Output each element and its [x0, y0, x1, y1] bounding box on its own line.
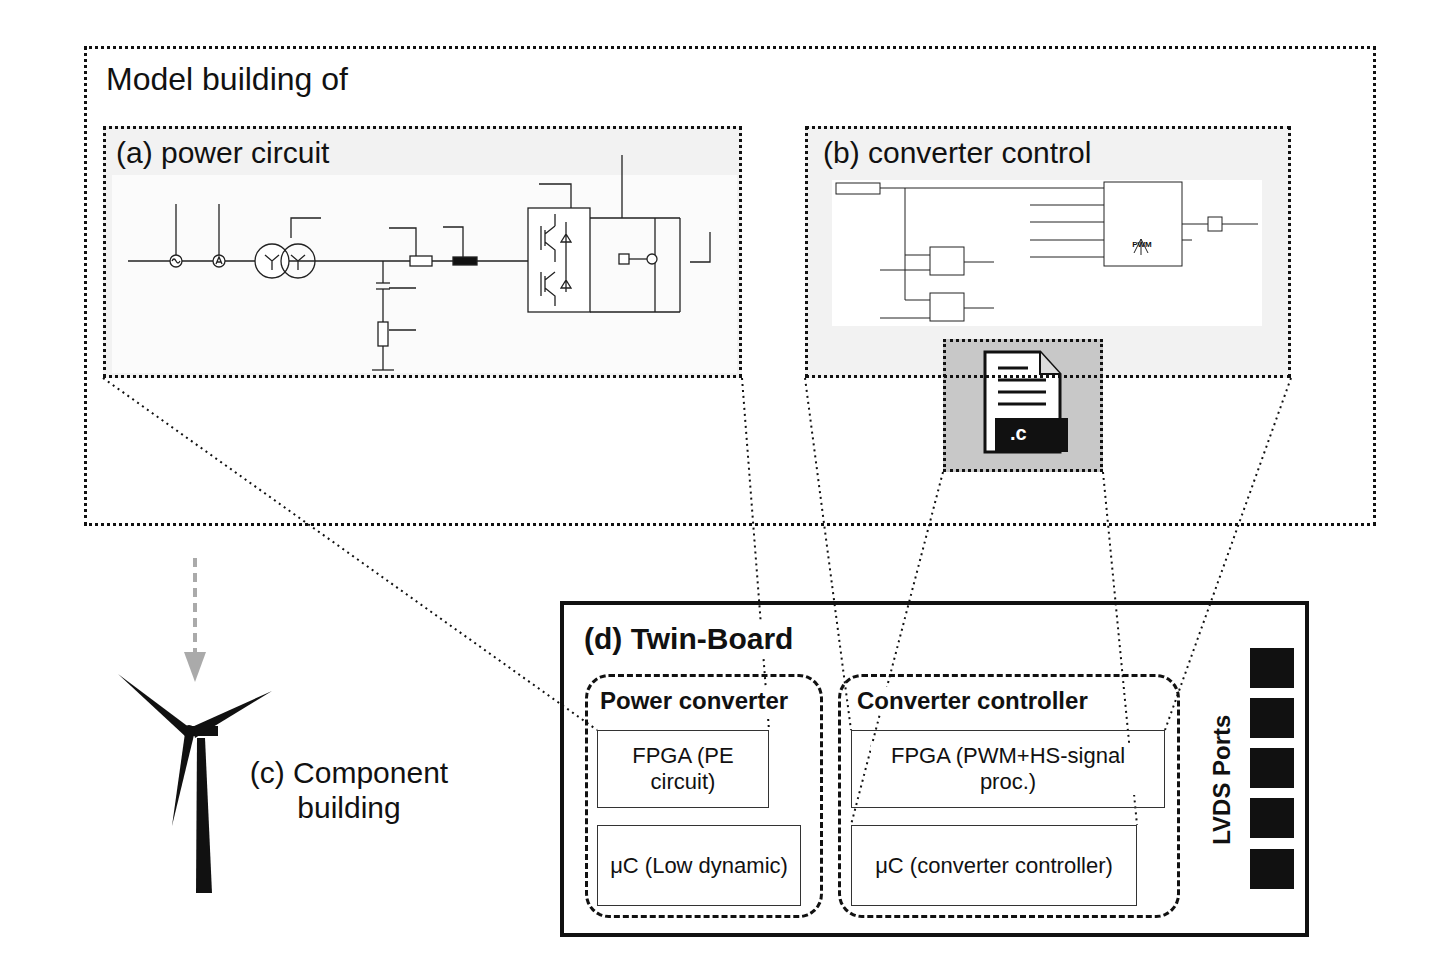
leader-line	[103, 378, 597, 730]
board-frame: (d) Twin-BoardPower converterFPGA (PE ci…	[560, 601, 1309, 937]
c-file-icon	[943, 339, 1103, 472]
hardware-block: FPGA (PWM+HS-signal proc.)	[851, 730, 1165, 808]
block-label: μC (converter controller)	[873, 853, 1115, 879]
hardware-block: FPGA (PE circuit)	[597, 730, 769, 808]
file-icon-box: .c	[943, 339, 1103, 472]
block-label: FPGA (PWM+HS-signal proc.)	[871, 743, 1145, 795]
group-heading: Power converter	[598, 687, 790, 715]
power-circuit-schematic	[103, 126, 742, 378]
group-heading: Model building of	[104, 61, 350, 99]
group-heading: (d) Twin-Board	[582, 621, 795, 656]
subsystem-group: Converter controllerFPGA (PWM+HS-signal …	[838, 674, 1180, 918]
lvds-port-blocks	[1250, 648, 1294, 889]
component-label: (c) Component building	[218, 756, 480, 825]
leader-line	[805, 378, 851, 730]
group-heading: (a) power circuit	[114, 135, 331, 170]
group-heading: Converter controller	[855, 687, 1090, 715]
hardware-block: μC (Low dynamic)	[597, 825, 801, 906]
subsystem-group: Power converterFPGA (PE circuit) μC (Low …	[585, 674, 823, 918]
file-extension: .c	[1008, 422, 1029, 446]
wind-turbine	[118, 674, 272, 893]
block-text: PWM	[1127, 240, 1157, 249]
flow-arrow	[184, 558, 206, 682]
block-label: FPGA (PE circuit)	[606, 743, 760, 795]
group-frame: Model building of (a) power circuit (b) co…	[84, 46, 1376, 526]
port-label: LVDS Ports	[1208, 725, 1236, 845]
leader-line	[742, 378, 769, 730]
block-label: μC (Low dynamic)	[608, 853, 790, 879]
hardware-block: μC (converter controller)	[851, 825, 1137, 906]
group-heading: (b) converter control	[821, 135, 1093, 170]
section-panel: (a) power circuit	[103, 126, 742, 378]
